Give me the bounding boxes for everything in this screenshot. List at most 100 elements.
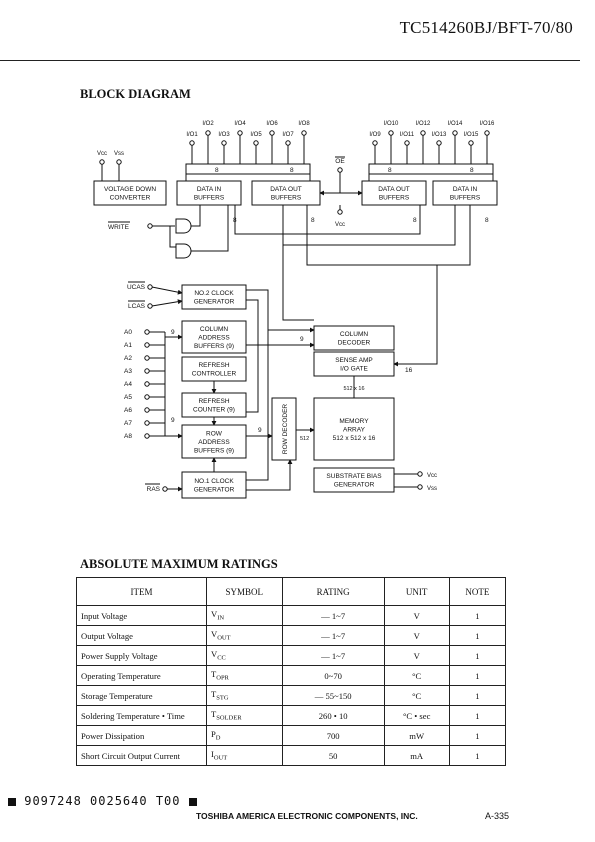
bus-width-label: 8 <box>470 167 474 174</box>
symbol-subscript: D <box>215 734 221 742</box>
io-pin <box>253 140 259 146</box>
footer-company: TOSHIBA AMERICA ELECTRONIC COMPONENTS, I… <box>196 811 418 821</box>
cell-rating: 700 <box>281 725 385 746</box>
row-decoder-label: ROW DECODER <box>282 404 289 455</box>
ratings-title: ABSOLUTE MAXIMUM RATINGS <box>80 557 278 571</box>
cell-unit: °C • sec <box>383 705 450 726</box>
io-pin-label: I/O16 <box>480 121 495 127</box>
cell-unit: mA <box>383 745 450 766</box>
no2-clock-generator <box>181 284 247 310</box>
io-pin <box>468 140 474 146</box>
addr-pin-label: A3 <box>124 368 132 375</box>
memory-array-label: ARRAY <box>343 426 366 433</box>
vcc-pin <box>99 159 105 165</box>
cell-item: Power Dissipation <box>76 725 207 746</box>
symbol-subscript: SOLDER <box>216 714 242 722</box>
no2-clock-generator-label: GENERATOR <box>194 299 235 306</box>
cell-item: Short Circuit Output Current <box>76 745 207 766</box>
io-pin <box>372 140 378 146</box>
io-pin-label: I/O13 <box>432 132 447 138</box>
cell-unit: mW <box>383 725 450 746</box>
substrate-bias-generator-label: SUBSTRATE BIAS <box>326 473 382 480</box>
column-address-buffers-label: BUFFERS (9) <box>194 343 234 350</box>
data-out-buffers-right-label: DATA OUT <box>378 186 410 193</box>
bus-16-label: 16 <box>405 367 413 374</box>
symbol-subscript: IN <box>217 614 225 622</box>
lcas-pin <box>147 303 153 309</box>
cell-rating: 0~70 <box>281 665 385 686</box>
oe-wire-left <box>319 172 341 196</box>
and-gate-2 <box>175 243 192 259</box>
addr-pin-label: A8 <box>124 433 132 440</box>
data-out-buffers-left-label: BUFFERS <box>271 195 302 202</box>
data-bus-1 <box>234 205 421 235</box>
cell-rating: — 1~7 <box>281 605 385 626</box>
block-diagram-title: BLOCK DIAGRAM <box>80 87 191 101</box>
cell-rating: — 1~7 <box>281 625 385 646</box>
addr-pin <box>144 420 150 426</box>
vss-pin <box>116 159 122 165</box>
column-decoder <box>313 325 395 351</box>
sub-vss-pin <box>417 484 423 490</box>
lcas-wire <box>151 299 183 307</box>
addr-pin <box>144 368 150 374</box>
bus-width-label: 8 <box>311 217 315 224</box>
io-bus-left <box>185 163 311 175</box>
cell-note: 1 <box>448 685 507 706</box>
io-pin-label: I/O10 <box>384 121 399 127</box>
cell-symbol: VOUT <box>206 625 283 646</box>
addr-pin <box>144 381 150 387</box>
row-address-buffers-label: BUFFERS (9) <box>194 447 234 454</box>
refresh-counter <box>181 392 247 418</box>
cell-item: Storage Temperature <box>76 685 207 706</box>
addr-pin-label: A6 <box>124 407 132 414</box>
io-pin <box>269 130 275 136</box>
io-pin-label: I/O1 <box>186 132 198 138</box>
col-header-item: ITEM <box>76 577 207 606</box>
part-number-title: TC514260BJ/BFT-70/80 <box>399 18 573 37</box>
cell-item: Power Supply Voltage <box>76 645 207 666</box>
bus-to-col <box>282 245 314 321</box>
bus-9-label: 9 <box>300 336 304 343</box>
column-decoder-label: DECODER <box>338 340 371 347</box>
io-pin-label: I/O2 <box>202 121 214 127</box>
addr-pin <box>144 355 150 361</box>
data-out-buffers-right-label: BUFFERS <box>379 195 410 202</box>
symbol-subscript: STG <box>216 694 229 702</box>
io-pin-label: I/O4 <box>234 121 246 127</box>
io-pin <box>484 130 490 136</box>
no2-clock-generator-label: NO.2 CLOCK <box>194 290 234 297</box>
cell-item: Output Voltage <box>76 625 207 646</box>
data-in-buffers-right-label: BUFFERS <box>450 195 481 202</box>
io-pin <box>221 140 227 146</box>
addr-pin-label: A0 <box>124 329 132 336</box>
sense-amp-io-gate-label: I/O GATE <box>340 366 368 373</box>
io-pin-label: I/O8 <box>298 121 310 127</box>
data-in-buffers-left <box>176 180 242 206</box>
no1-clock-generator-label: GENERATOR <box>194 487 235 494</box>
footer-code: 9097248 0025640 T00 <box>24 794 181 808</box>
io-pin-label: I/O7 <box>282 132 294 138</box>
cell-symbol: VCC <box>206 645 283 666</box>
gate-out-2 <box>191 205 229 252</box>
row-decoder <box>271 397 297 461</box>
bus-width-label: 8 <box>388 167 392 174</box>
cell-note: 1 <box>448 745 507 766</box>
column-address-buffers-label: COLUMN <box>200 326 228 333</box>
io-pin-label: I/O11 <box>400 132 415 138</box>
io-pin <box>452 130 458 136</box>
refresh-controller <box>181 356 247 382</box>
data-bus-2 <box>306 205 471 266</box>
refresh-controller-label: CONTROLLER <box>192 371 237 378</box>
col-header-unit: UNIT <box>383 577 450 606</box>
cell-unit: °C <box>383 685 450 706</box>
io-pin <box>205 130 211 136</box>
cell-item: Operating Temperature <box>76 665 207 686</box>
io-pin-label: I/O6 <box>266 121 278 127</box>
ucas-label: UCAS <box>127 284 146 291</box>
symbol-subscript: OUT <box>217 634 231 642</box>
bus-9-label: 9 <box>171 417 175 424</box>
